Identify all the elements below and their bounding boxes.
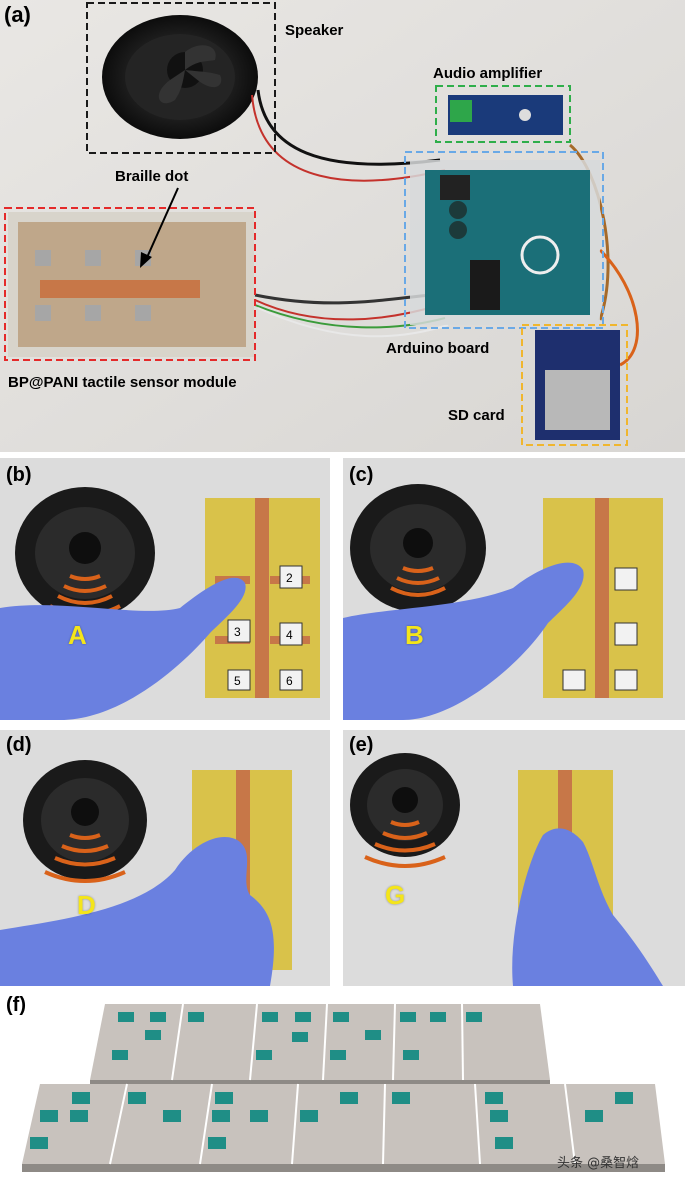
panel-d: (d) D	[0, 730, 330, 986]
panel-c-label: (c)	[349, 464, 374, 486]
braille-letter-b: B	[405, 620, 424, 650]
pad-number-5: 5	[234, 674, 241, 688]
panel-a-photo	[0, 0, 685, 452]
panel-e-label: (e)	[349, 734, 374, 756]
arduino-box	[404, 151, 604, 329]
panel-b: 2 3 4 5 6 (b) A	[0, 458, 330, 720]
sd-card-callout: SD card	[448, 407, 505, 424]
panel-a: (a) Speaker Audio amplifier Braille dot …	[0, 0, 685, 452]
braille-box	[4, 207, 256, 361]
braille-dots-top	[112, 1012, 482, 1060]
panel-f-label: (f)	[6, 994, 26, 1016]
sound-waves-icon	[364, 820, 446, 868]
panel-e: (e) G	[343, 730, 685, 986]
sd-card-box	[521, 324, 628, 446]
pad-number-4: 4	[286, 628, 293, 642]
glove	[0, 837, 274, 986]
glove	[0, 577, 246, 720]
panel-f: (f) 头条 @桑智焓	[0, 992, 685, 1180]
braille-dots-bottom	[30, 1092, 633, 1149]
panel-e-photo	[343, 730, 685, 986]
braille-dot-arrowhead	[140, 252, 152, 268]
braille-letter-a: A	[68, 620, 87, 650]
braille-letter-g: G	[385, 880, 406, 910]
braille-row-bottom	[22, 1083, 665, 1172]
panel-c-photo	[343, 458, 685, 720]
sound-waves-icon	[390, 566, 446, 597]
panel-f-render	[0, 992, 685, 1180]
speaker-box	[86, 2, 276, 154]
watermark: 头条 @桑智焓	[557, 1156, 640, 1171]
braille-row-top	[90, 1003, 550, 1086]
sensor-module-callout: BP@PANI tactile sensor module	[8, 374, 237, 391]
panel-b-label: (b)	[6, 464, 32, 486]
braille-letter-d: D	[77, 890, 96, 920]
arduino-board-callout: Arduino board	[386, 340, 490, 357]
braille-dot-callout: Braille dot	[115, 168, 189, 185]
panel-d-label: (d)	[6, 734, 32, 756]
pad-number-2: 2	[286, 571, 293, 585]
braille-dot-arrow	[144, 187, 179, 263]
panel-b-photo: 2 3 4 5 6	[0, 458, 330, 720]
glove	[512, 828, 663, 986]
panel-d-photo	[0, 730, 330, 986]
panel-a-label: (a)	[4, 2, 31, 27]
speaker-callout: Speaker	[285, 22, 344, 39]
pad-number-6: 6	[286, 674, 293, 688]
panel-a-annotation-boxes	[4, 2, 628, 446]
pad-number-3: 3	[234, 625, 241, 639]
audio-amplifier-callout: Audio amplifier	[433, 65, 543, 82]
sound-waves-icon	[44, 833, 126, 883]
amplifier-box	[435, 85, 571, 143]
glove	[343, 562, 584, 720]
speaker-photo	[102, 15, 258, 139]
panel-c: (c) B	[343, 458, 685, 720]
